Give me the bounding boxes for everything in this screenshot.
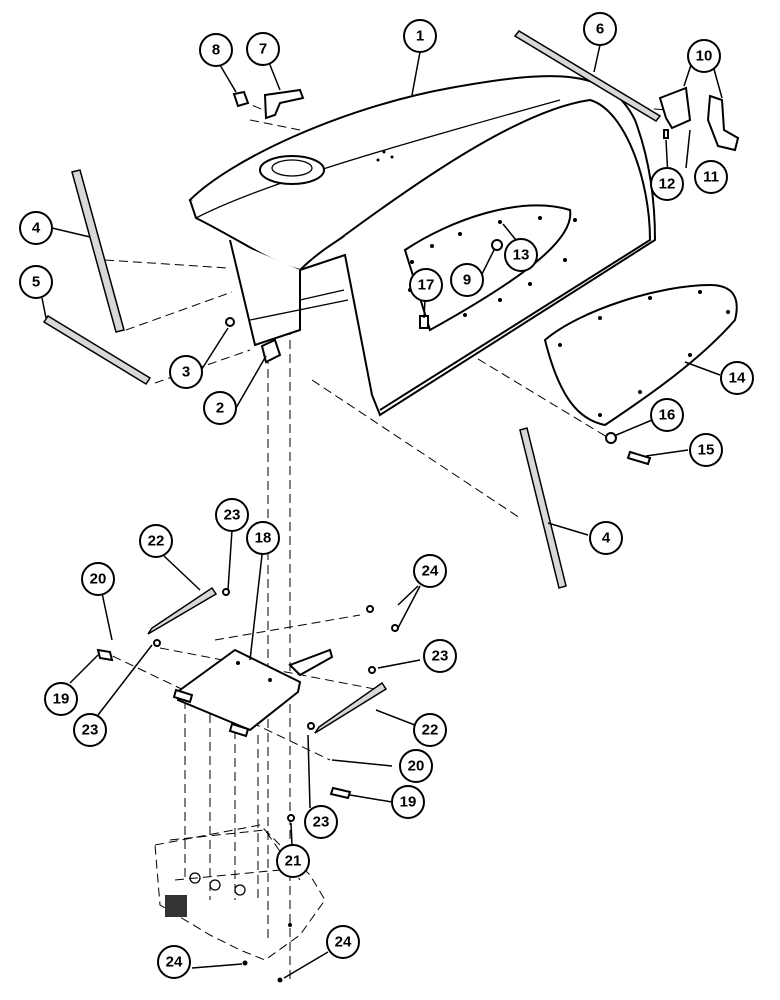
callout-10: 10 [687, 39, 721, 73]
svg-text:20: 20 [90, 571, 107, 588]
callout-18: 18 [246, 521, 280, 555]
svg-text:14: 14 [729, 370, 746, 387]
svg-text:5: 5 [32, 274, 40, 291]
svg-text:11: 11 [703, 169, 719, 186]
hood-assembly [188, 75, 657, 417]
callout-13: 13 [504, 238, 538, 272]
svg-text:19: 19 [53, 691, 70, 708]
rods-and-seals [42, 30, 662, 589]
svg-text:23: 23 [224, 507, 241, 524]
callout-19-left: 19 [44, 682, 78, 716]
svg-text:24: 24 [422, 563, 439, 580]
callout-4-lower: 4 [589, 521, 623, 555]
svg-text:1: 1 [416, 28, 424, 45]
latch-10-right [706, 94, 740, 152]
callout-20-left: 20 [81, 562, 115, 596]
callout-24-upper: 24 [413, 554, 447, 588]
rod-22-upper [147, 586, 218, 635]
svg-text:22: 22 [148, 533, 165, 550]
callout-11: 11 [694, 160, 728, 194]
svg-text:8: 8 [212, 42, 220, 59]
callout-22-upper: 22 [139, 524, 173, 558]
svg-text:23: 23 [432, 648, 449, 665]
support-bracket [176, 648, 302, 732]
callout-23-top: 23 [215, 498, 249, 532]
callout-23-left: 23 [73, 713, 107, 747]
callout-8: 8 [199, 33, 233, 67]
svg-text:24: 24 [166, 954, 183, 971]
svg-text:19: 19 [400, 794, 417, 811]
svg-text:4: 4 [602, 530, 611, 547]
svg-text:24: 24 [335, 934, 352, 951]
washer-16 [605, 432, 617, 444]
hood-hardware [225, 86, 740, 466]
callout-3: 3 [169, 355, 203, 389]
callout-14: 14 [720, 361, 754, 395]
svg-text:21: 21 [285, 853, 302, 870]
callout-1: 1 [403, 19, 437, 53]
screw-15 [626, 450, 652, 466]
callout-23-bottom: 23 [304, 805, 338, 839]
seal-strip-top [513, 30, 662, 122]
bolt-19-lower [329, 786, 352, 800]
screw-3 [225, 317, 235, 327]
callout-17: 17 [409, 268, 443, 302]
callout-21: 21 [276, 844, 310, 878]
callout-24-lower-right: 24 [326, 925, 360, 959]
seal-strip-left [42, 314, 152, 386]
bracket-7 [263, 88, 305, 120]
callout-9: 9 [450, 263, 484, 297]
callout-12: 12 [650, 167, 684, 201]
svg-text:9: 9 [463, 272, 471, 289]
lower-housing [154, 824, 326, 961]
rod-lower-right [519, 427, 567, 589]
leader-lines [41, 44, 723, 979]
side-panel [543, 283, 738, 427]
svg-text:2: 2 [216, 400, 224, 417]
callout-23-right: 23 [423, 639, 457, 673]
svg-text:15: 15 [698, 442, 715, 459]
rod-upper-left [71, 169, 125, 333]
bolt-19-upper [96, 648, 114, 662]
svg-text:18: 18 [255, 530, 272, 547]
svg-text:13: 13 [513, 247, 530, 264]
callout-24-lower-left: 24 [157, 945, 191, 979]
callout-20-right: 20 [399, 749, 433, 783]
svg-text:3: 3 [182, 364, 190, 381]
svg-text:23: 23 [313, 814, 330, 831]
svg-text:16: 16 [659, 407, 676, 424]
svg-text:6: 6 [596, 21, 604, 38]
callout-6: 6 [583, 12, 617, 46]
latch-10-left [658, 86, 692, 130]
callout-22-lower: 22 [413, 713, 447, 747]
callout-2: 2 [203, 391, 237, 425]
callout-4-upper: 4 [19, 211, 53, 245]
bolt-8 [232, 90, 250, 108]
svg-text:10: 10 [696, 48, 713, 65]
svg-text:4: 4 [32, 220, 41, 237]
pin-12 [663, 129, 669, 139]
svg-text:23: 23 [82, 722, 99, 739]
callout-19-right: 19 [391, 785, 425, 819]
callout-15: 15 [689, 433, 723, 467]
svg-text:22: 22 [422, 722, 439, 739]
nut-9 [491, 239, 503, 251]
svg-text:7: 7 [259, 41, 267, 58]
callout-16: 16 [650, 398, 684, 432]
svg-text:12: 12 [659, 176, 676, 193]
svg-text:17: 17 [418, 277, 435, 294]
callout-7: 7 [246, 32, 280, 66]
rod-22-lower [314, 681, 388, 734]
support-bracket-assembly [96, 586, 399, 983]
callout-5: 5 [19, 265, 53, 299]
svg-text:20: 20 [408, 758, 425, 775]
